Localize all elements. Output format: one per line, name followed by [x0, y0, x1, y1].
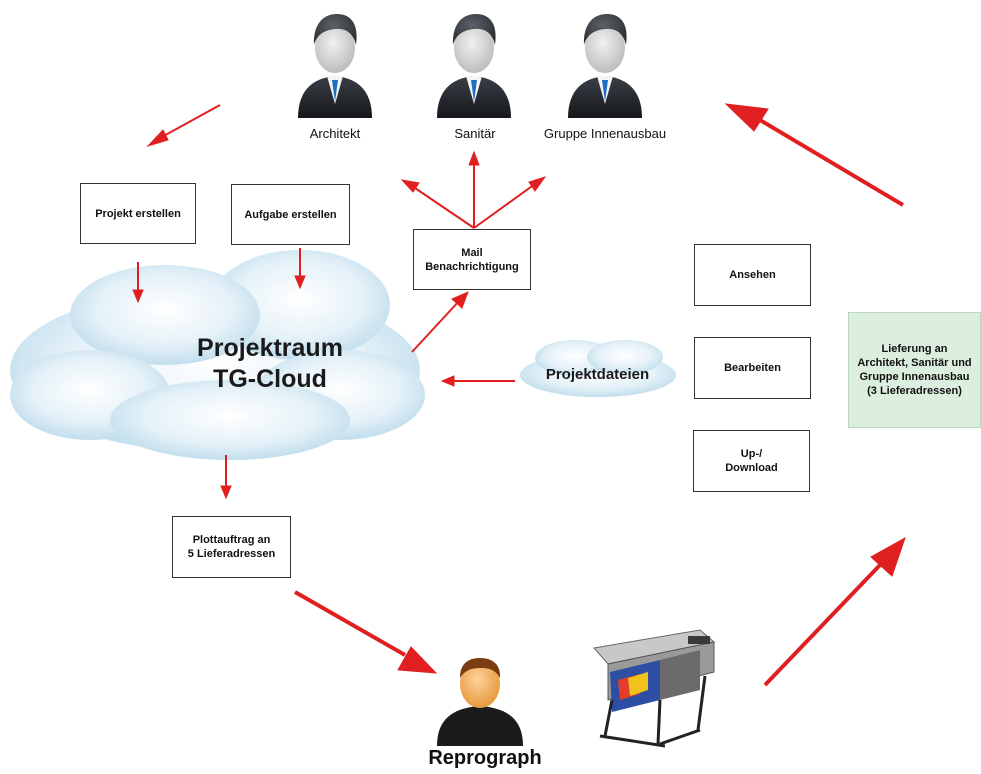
reprograph-icon — [437, 658, 523, 746]
box-lieferung: Lieferung an Architekt, Sanitär und Grup… — [848, 312, 981, 428]
main-cloud-title: Projektraum TG-Cloud — [197, 334, 343, 393]
box-projekt-erstellen: Projekt erstellen — [80, 183, 196, 244]
label-architekt: Architekt — [309, 126, 361, 141]
gruppe-innenausbau-icon — [568, 14, 642, 118]
files-cloud — [520, 340, 676, 397]
label-sanitaer: Sanitär — [454, 126, 496, 141]
box-up-download: Up-/ Download — [693, 430, 810, 492]
arrows — [132, 103, 906, 687]
reprograph-label: Reprograph — [428, 747, 542, 769]
label-gruppe-innenausbau: Gruppe Innenausbau — [543, 126, 667, 141]
box-bearbeiten: Bearbeiten — [694, 337, 811, 399]
files-cloud-title: Projektdateien — [545, 366, 650, 383]
box-ansehen: Ansehen — [694, 244, 811, 306]
architekt-icon — [298, 14, 372, 118]
main-cloud — [10, 250, 425, 460]
box-mail-benachrichtigung: Mail Benachrichtigung — [413, 229, 531, 290]
printer-icon — [593, 629, 716, 748]
box-plottauftrag: Plottauftrag an 5 Lieferadressen — [172, 516, 291, 578]
sanitaer-icon — [437, 14, 511, 118]
box-aufgabe-erstellen: Aufgabe erstellen — [231, 184, 350, 245]
